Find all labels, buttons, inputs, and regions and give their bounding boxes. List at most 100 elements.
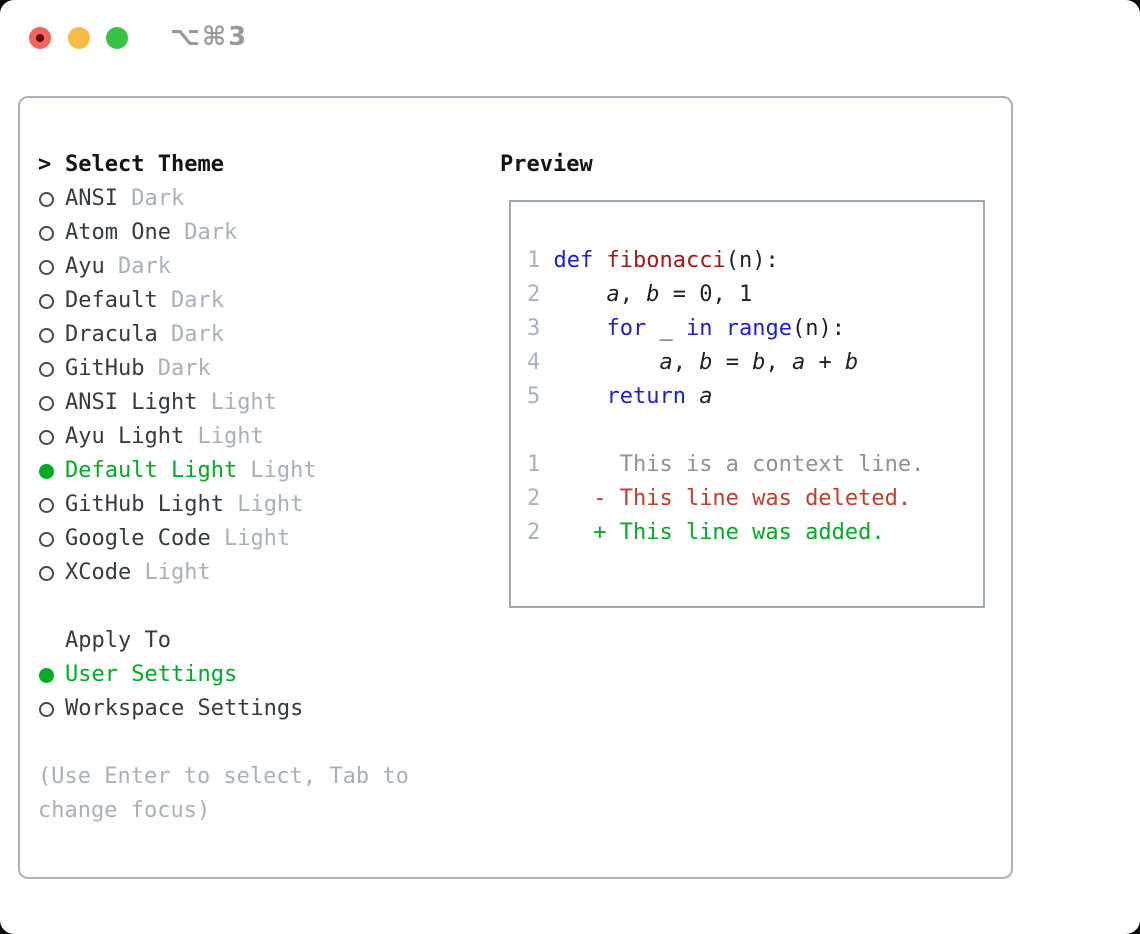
- code-segment-plain: = 0, 1: [659, 282, 753, 307]
- code-segment-num: 2: [527, 520, 541, 545]
- option-variant-tag: Light: [237, 458, 317, 483]
- code-line: [527, 414, 975, 448]
- option-variant-tag: Dark: [117, 186, 185, 211]
- code-segment-plain: (n):: [791, 316, 845, 341]
- code-segment-num: 2: [527, 486, 541, 511]
- radio-selected-icon: [38, 463, 65, 479]
- code-segment-num: 5: [527, 384, 541, 409]
- radio-unselected-icon: [38, 293, 65, 309]
- option-variant-tag: Light: [184, 424, 264, 449]
- code-line: 2 + This line was added.: [527, 516, 975, 550]
- option-label: Ayu: [65, 254, 105, 279]
- radio-circle: [39, 497, 54, 513]
- code-segment-var: b: [752, 350, 766, 375]
- code-segment-kw: in: [685, 316, 713, 341]
- code-segment-var: b: [699, 350, 713, 375]
- code-line: 3 for _ in range(n):: [527, 312, 975, 346]
- code-segment-add: + This line was added.: [540, 520, 885, 545]
- option-label: ANSI Light: [65, 390, 198, 415]
- apply-option-workspace-settings[interactable]: Workspace Settings: [38, 692, 478, 726]
- theme-option-default-dark[interactable]: Default Dark: [38, 284, 478, 318]
- code-segment-var: b: [844, 350, 859, 375]
- theme-option-github-dark[interactable]: GitHub Dark: [38, 352, 478, 386]
- code-segment-var: a: [699, 384, 713, 409]
- theme-option-dracula-dark[interactable]: Dracula Dark: [38, 318, 478, 352]
- radio-circle: [39, 429, 54, 445]
- option-variant-tag: Dark: [157, 322, 224, 347]
- option-variant-tag: Light: [197, 390, 277, 415]
- radio-unselected-icon: [38, 701, 65, 717]
- select-theme-header: >Select Theme: [38, 148, 478, 182]
- radio-circle: [39, 361, 54, 377]
- radio-unselected-icon: [38, 531, 65, 547]
- code-line: 5 return a: [527, 380, 975, 414]
- apply-option-user-settings[interactable]: User Settings: [38, 658, 478, 692]
- radio-circle: [39, 395, 54, 411]
- radio-circle: [39, 191, 54, 207]
- theme-option-ayu-dark[interactable]: Ayu Dark: [38, 250, 478, 284]
- zoom-button[interactable]: [106, 27, 128, 49]
- theme-option-ansi-dark[interactable]: ANSI Dark: [38, 182, 478, 216]
- select-theme-title: Select Theme: [65, 152, 224, 177]
- radio-circle: [39, 565, 54, 581]
- option-label: XCode: [65, 560, 132, 585]
- radio-unselected-icon: [38, 191, 65, 207]
- theme-option-default-light-light[interactable]: Default Light Light: [38, 454, 478, 488]
- radio-unselected-icon: [38, 327, 65, 343]
- radio-circle: [39, 225, 54, 241]
- spacer: [38, 590, 478, 624]
- theme-option-github-light-light[interactable]: GitHub Light Light: [38, 488, 478, 522]
- code-line: 2 - This line was deleted.: [527, 482, 975, 516]
- code-line: 2 a, b = 0, 1: [527, 278, 975, 312]
- option-label: GitHub: [65, 356, 145, 381]
- theme-option-atom-one-dark[interactable]: Atom One Dark: [38, 216, 478, 250]
- code-line: 1 def fibonacci(n):: [527, 244, 975, 278]
- code-segment-plain: _: [646, 316, 686, 341]
- option-label: GitHub Light: [65, 492, 224, 517]
- option-label: Ayu Light: [65, 424, 185, 449]
- radio-unselected-icon: [38, 395, 65, 411]
- code-segment-num: 3: [527, 316, 541, 341]
- code-segment-kw: def: [553, 248, 594, 273]
- focus-prompt: >: [38, 148, 65, 182]
- code-segment-plain: ,: [765, 350, 792, 375]
- code-segment-kw: range: [725, 316, 792, 341]
- apply-to-header: Apply To: [38, 624, 478, 658]
- code-line: 1 This is a context line.: [527, 448, 975, 482]
- code-segment-plain: [686, 384, 699, 409]
- option-label: Atom One: [65, 220, 171, 245]
- theme-option-google-code-light[interactable]: Google Code Light: [38, 522, 478, 556]
- radio-circle: [39, 667, 54, 683]
- option-variant-tag: Dark: [157, 288, 224, 313]
- theme-option-ayu-light-light[interactable]: Ayu Light Light: [38, 420, 478, 454]
- option-label: Default Light: [65, 458, 238, 483]
- code-segment-fn: fibonacci: [606, 248, 726, 273]
- close-button[interactable]: [29, 27, 51, 49]
- code-segment-var: a: [791, 350, 806, 375]
- code-segment-plain: ,: [619, 282, 647, 307]
- titlebar: ⌥⌘3: [0, 0, 1140, 76]
- code-segment-plain: +: [805, 350, 845, 375]
- option-label: Workspace Settings: [65, 696, 304, 721]
- code-segment-num: 4: [527, 350, 541, 375]
- code-segment-plain: [540, 384, 606, 409]
- theme-option-ansi-light-light[interactable]: ANSI Light Light: [38, 386, 478, 420]
- code-segment-plain: [540, 350, 659, 375]
- minimize-button[interactable]: [68, 27, 90, 49]
- option-label: User Settings: [65, 662, 238, 687]
- radio-selected-icon: [38, 667, 65, 683]
- code-segment-num: 1: [527, 248, 541, 273]
- window-title: ⌥⌘3: [170, 22, 249, 52]
- code-segment-var: a: [659, 350, 673, 375]
- theme-option-xcode-light[interactable]: XCode Light: [38, 556, 478, 590]
- option-variant-tag: Dark: [144, 356, 211, 381]
- radio-unselected-icon: [38, 225, 65, 241]
- code-segment-kw: for: [606, 316, 647, 341]
- code-segment-num: 1: [527, 452, 541, 477]
- option-label: Google Code: [65, 526, 211, 551]
- option-variant-tag: Dark: [170, 220, 238, 245]
